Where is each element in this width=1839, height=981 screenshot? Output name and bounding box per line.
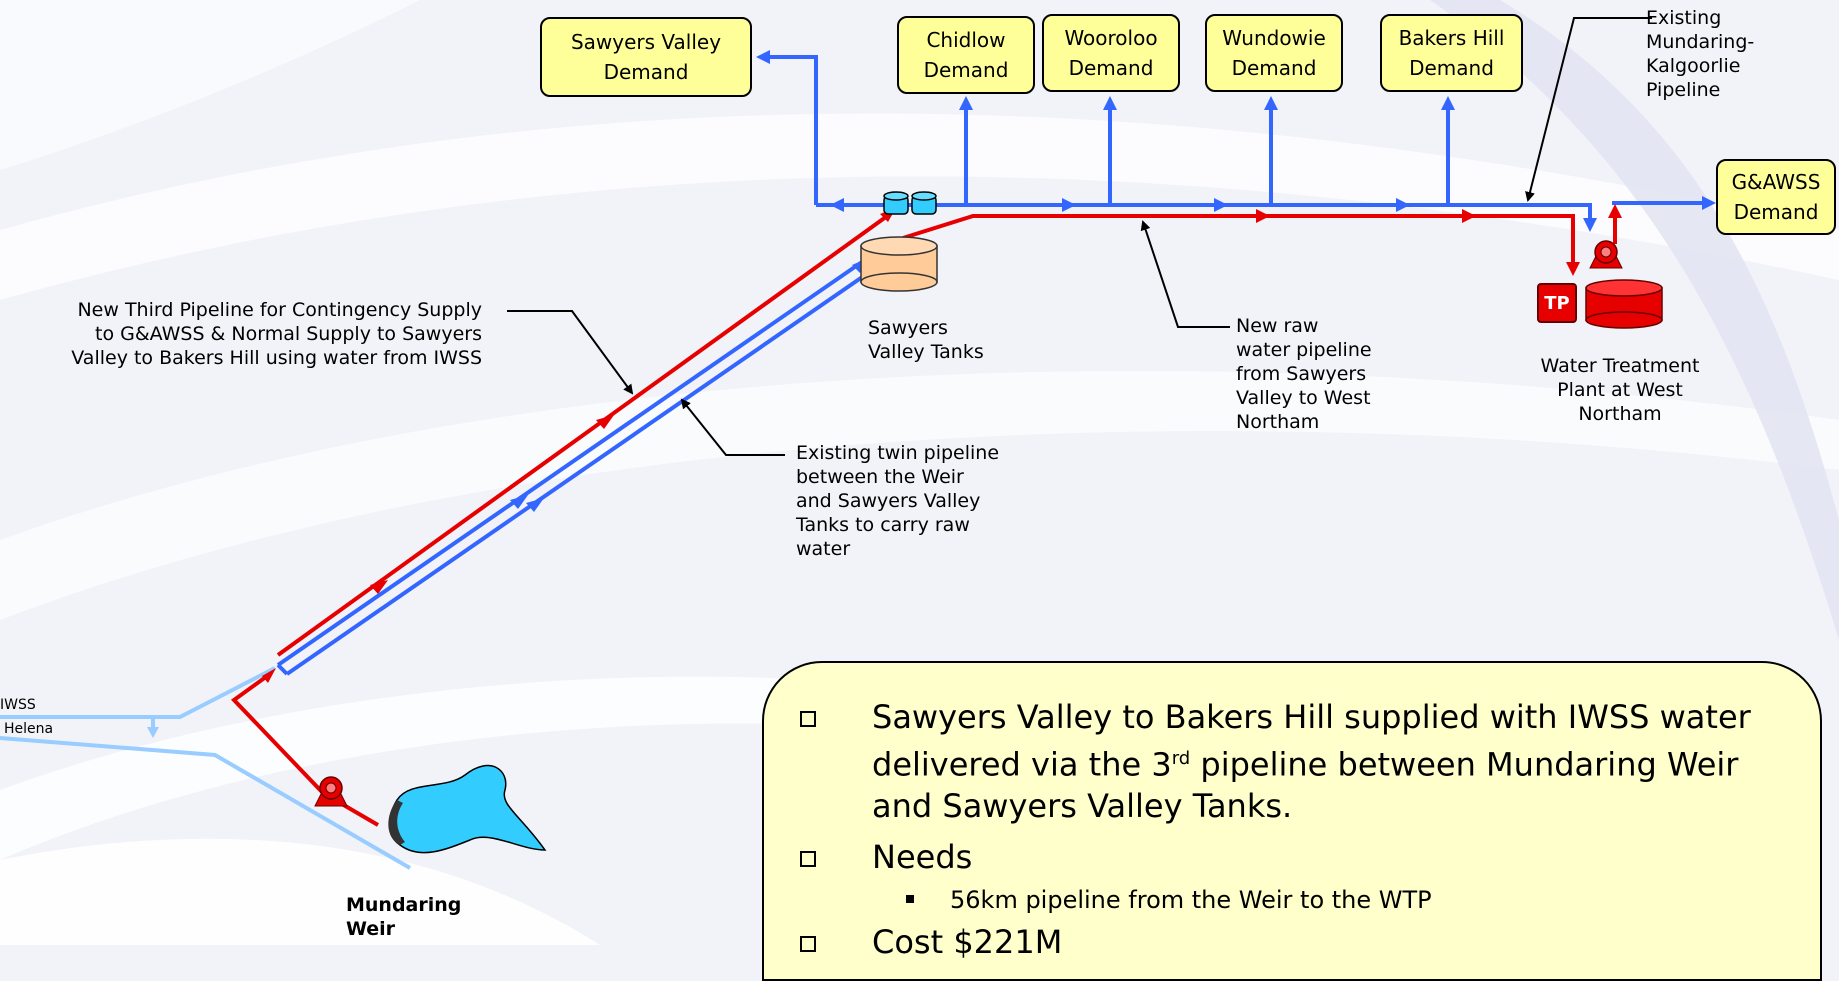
- iwss-label: IWSS: [0, 697, 36, 713]
- summary-callout: Sawyers Valley to Bakers Hill supplied w…: [762, 661, 1822, 981]
- mundaring-weir-icon: [388, 764, 547, 854]
- bakers-hill-demand-box: Bakers Hill Demand: [1380, 14, 1523, 92]
- pump-icon-weir: [314, 776, 348, 807]
- sawyers-valley-tank-icon: [860, 236, 938, 292]
- bullet1-text-post: pipeline between Mundaring Weir and Sawy…: [872, 745, 1739, 825]
- square-bullet-icon: [906, 894, 914, 903]
- existing-twin-pipeline: [276, 260, 873, 676]
- checkbox-bullet-icon: [800, 711, 816, 727]
- bullet3-text: Cost $221M: [872, 922, 1063, 961]
- pump-icon-wtp: [1589, 240, 1623, 269]
- wundowie-demand-box: Wundowie Demand: [1205, 14, 1343, 92]
- bullet1-superscript: rd: [1171, 748, 1191, 769]
- bullet2-text: Needs: [872, 837, 973, 876]
- sub1-text: 56km pipeline from the Weir to the WTP: [950, 885, 1432, 914]
- summary-bullet-3: Cost $221M: [794, 922, 1790, 963]
- summary-sub-bullet-1: 56km pipeline from the Weir to the WTP: [794, 884, 1790, 916]
- background-swooshes: [0, 0, 1839, 945]
- new-third-pipeline: [230, 212, 892, 827]
- iwss-arrow: [147, 727, 159, 738]
- iwss-helena-pipes: [0, 666, 412, 870]
- wooroloo-demand-box: Wooroloo Demand: [1042, 14, 1180, 92]
- new-raw-pipeline-label: New raw water pipeline from Sawyers Vall…: [1236, 315, 1372, 433]
- pipeline-diagram: [0, 17, 1716, 870]
- existing-twin-pipeline-label: Existing twin pipeline between the Weir …: [796, 442, 1000, 560]
- sawyers-valley-tanks-label: Sawyers Valley Tanks: [868, 317, 984, 363]
- wtp-tank-icon: [1585, 279, 1663, 329]
- bullet1-text-pre: Sawyers Valley to Bakers Hill supplied w…: [872, 698, 1751, 784]
- helena-label: Helena: [4, 721, 54, 737]
- chidlow-demand-box: Chidlow Demand: [897, 16, 1035, 94]
- gawss-demand-box: G&AWSS Demand: [1716, 159, 1836, 235]
- sawyers-valley-demand-box: Sawyers Valley Demand: [540, 17, 752, 97]
- valve-icons: [883, 191, 937, 215]
- annotation-leaders: [507, 17, 1652, 456]
- existing-mk-pipeline-label: Existing Mundaring- Kalgoorlie Pipeline: [1646, 7, 1755, 101]
- tp-icon: TP: [1537, 283, 1577, 323]
- summary-bullet-2: Needs: [794, 837, 1790, 878]
- mundaring-weir-label: Mundaring Weir: [346, 894, 462, 940]
- summary-bullet-1: Sawyers Valley to Bakers Hill supplied w…: [794, 697, 1790, 827]
- blue-flow-arrows: [756, 50, 1716, 232]
- checkbox-bullet-icon: [800, 850, 816, 867]
- new-third-pipeline-label: New Third Pipeline for Contingency Suppl…: [71, 299, 482, 369]
- wtp-label: Water Treatment Plant at West Northam: [1540, 355, 1700, 425]
- checkbox-bullet-icon: [800, 935, 816, 952]
